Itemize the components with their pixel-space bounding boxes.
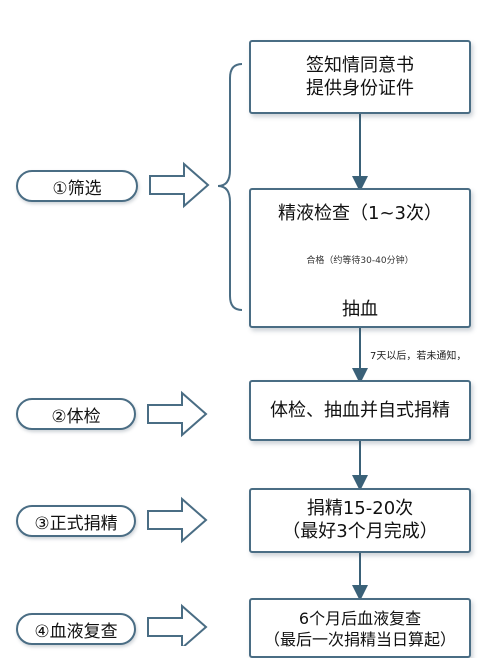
stage-formal-donation: ③正式捐精 bbox=[16, 505, 136, 537]
stage-screening: ①筛选 bbox=[16, 170, 138, 202]
consent-line1: 签知情同意书 bbox=[306, 55, 414, 76]
stage-arrow-2 bbox=[147, 390, 208, 438]
recheck-box: 6个月后血液复查 （最后一次捐精当日算起） bbox=[249, 598, 471, 658]
pass-wait-note: 合格（约等待30-40分钟） bbox=[251, 253, 469, 266]
exam-text: 体检、抽血并自式捐精 bbox=[270, 400, 450, 421]
semen-check-box: 精液检查（1~3次） 合格（约等待30-40分钟） 抽血 bbox=[249, 188, 471, 328]
stage-screening-label: ①筛选 bbox=[52, 178, 102, 199]
donation-box: 捐精15-20次 （最好3个月完成） bbox=[249, 488, 471, 553]
wait-note: 7天以后，若未通知， bbox=[370, 351, 467, 362]
stage-formal-donation-label: ③正式捐精 bbox=[34, 513, 118, 534]
donation-line1: 捐精15-20次 bbox=[306, 498, 414, 519]
stage-blood-recheck: ④血液复查 bbox=[16, 613, 136, 645]
stage-physical-exam: ②体检 bbox=[16, 398, 136, 430]
blood-draw-label: 抽血 bbox=[342, 299, 378, 320]
screening-brace bbox=[217, 63, 243, 311]
semen-check-title: 精液检查（1~3次） bbox=[278, 203, 442, 224]
consent-line2: 提供身份证件 bbox=[306, 78, 414, 99]
recheck-line1: 6个月后血液复查 bbox=[298, 609, 422, 628]
exam-box: 体检、抽血并自式捐精 bbox=[249, 380, 471, 441]
donation-line2: （最好3个月完成） bbox=[282, 521, 438, 542]
consent-box: 签知情同意书 提供身份证件 bbox=[249, 40, 471, 114]
stage-blood-recheck-label: ④血液复查 bbox=[34, 621, 118, 642]
stage-arrow-1 bbox=[149, 161, 210, 209]
recheck-line2: （最后一次捐精当日算起） bbox=[263, 630, 456, 649]
stage-arrow-3 bbox=[147, 496, 208, 544]
stage-arrow-4 bbox=[147, 603, 208, 646]
stage-physical-exam-label: ②体检 bbox=[51, 406, 101, 427]
